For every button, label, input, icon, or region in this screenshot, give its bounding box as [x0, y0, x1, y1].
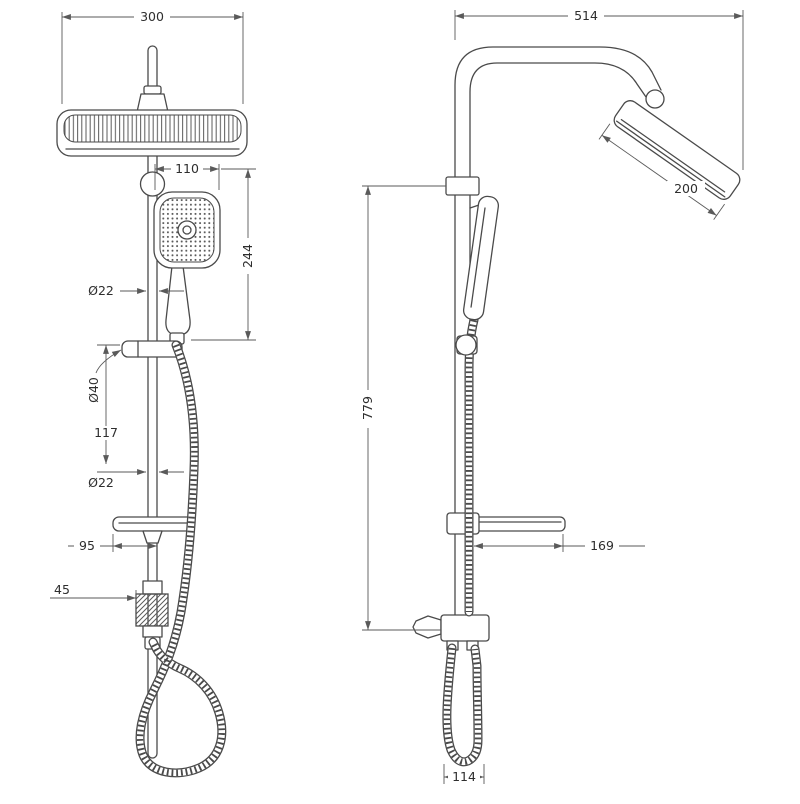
front-view: 300 110 244 Ø22	[50, 7, 257, 773]
dimension-pipe-diameter-upper: Ø22	[86, 281, 184, 300]
dimension-slider-diameter: Ø40	[84, 349, 122, 405]
overhead-shower-front	[56, 109, 248, 157]
soap-dish-front	[112, 516, 194, 544]
dimension-head-depth: 200	[667, 179, 705, 198]
dim-diverter-offset-label: 45	[54, 582, 70, 597]
dim-hand-shower-length-label: 244	[240, 244, 255, 268]
dimension-column-height: 779	[358, 185, 446, 631]
dimension-hand-shower-length: 244	[191, 168, 257, 341]
dimension-pipe-diameter-lower: Ø22	[86, 469, 184, 492]
slider-ball-side	[455, 334, 478, 356]
dim-pipe-diameter-upper-label: Ø22	[88, 283, 114, 298]
dimension-hose-spacing: 114	[443, 764, 485, 786]
wall-mount-collar-side	[445, 176, 480, 196]
dim-head-width-label: 300	[140, 9, 164, 24]
dim-column-height-label: 779	[360, 396, 375, 420]
dimension-arm-reach: 514	[454, 6, 744, 170]
dimension-head-width: 300	[61, 7, 244, 104]
dimension-shelf-offset: 95	[68, 534, 157, 555]
head-connector-side	[645, 89, 665, 109]
dim-hand-shower-width-label: 110	[175, 161, 199, 176]
dimension-shelf-depth: 169	[474, 534, 645, 555]
dimension-diverter-offset: 45	[50, 580, 137, 606]
hand-shower-holder-front	[139, 171, 166, 197]
dimension-hand-shower-width: 110	[154, 159, 220, 190]
dim-arm-reach-label: 514	[574, 8, 598, 23]
diverter-valve-front	[135, 580, 169, 650]
dim-hose-spacing-label: 114	[452, 769, 476, 784]
slider-bracket-front	[121, 340, 183, 358]
hand-shower-side	[462, 195, 500, 321]
dim-bracket-spacing-label: 117	[94, 425, 118, 440]
side-view: 514 200 779 169	[358, 6, 744, 786]
front-dimensions: 300 110 244 Ø22	[50, 7, 257, 606]
dim-shelf-depth-label: 169	[590, 538, 614, 553]
dim-pipe-diameter-lower-label: Ø22	[88, 475, 114, 490]
side-dimensions: 514 200 779 169	[358, 6, 744, 786]
diverter-side	[412, 614, 490, 642]
hand-shower-front	[153, 191, 221, 345]
dim-head-depth-label: 200	[674, 181, 698, 196]
dim-slider-diameter-label: Ø40	[86, 377, 101, 403]
shower-hose-side	[469, 320, 474, 612]
dim-shelf-offset-label: 95	[79, 538, 95, 553]
head-mount-front	[136, 93, 169, 113]
overhead-shower-side	[598, 100, 741, 220]
outlet-hoses-side	[447, 648, 478, 762]
